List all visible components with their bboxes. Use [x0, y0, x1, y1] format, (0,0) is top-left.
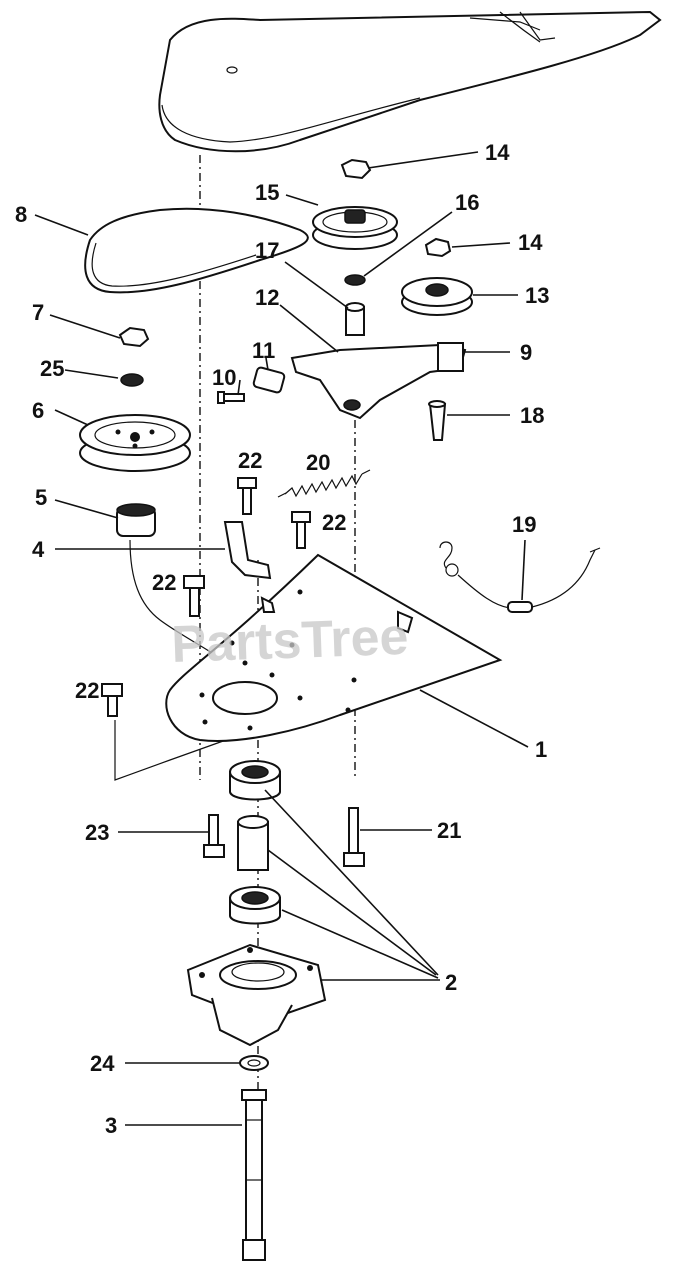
callout-5: 5 [35, 485, 47, 510]
callout-22-d: 22 [75, 678, 99, 703]
bolt-22-a [237, 477, 257, 515]
callout-11: 11 [252, 338, 275, 363]
washer-25 [120, 373, 144, 387]
idler-arm-9 [290, 342, 467, 420]
shaft-3 [241, 1089, 267, 1261]
housing-2 [186, 943, 327, 1047]
callout-labels: 1 2 3 4 5 6 7 8 9 10 11 12 13 14 14 15 1… [15, 140, 549, 1138]
nut-14-right [424, 237, 452, 258]
bolt-22-b [291, 511, 311, 549]
callout-16: 16 [455, 190, 479, 215]
callout-14-right: 14 [518, 230, 543, 255]
leader-link-left [129, 539, 231, 666]
callout-6: 6 [32, 398, 44, 423]
cable-19 [439, 541, 601, 613]
callout-1: 1 [535, 737, 547, 762]
pulley-13 [401, 277, 473, 316]
spring-20 [277, 469, 371, 498]
callout-8: 8 [15, 202, 27, 227]
callout-18: 18 [520, 403, 544, 428]
callout-13: 13 [525, 283, 549, 308]
callout-22-b: 22 [322, 510, 346, 535]
callout-22-a: 22 [238, 448, 262, 473]
callout-14-top: 14 [485, 140, 510, 165]
pulley-6 [79, 414, 191, 472]
callout-25: 25 [40, 356, 64, 381]
leader-link-bottom [114, 720, 241, 781]
pulley-15 [312, 206, 398, 250]
callout-15: 15 [255, 180, 279, 205]
bearing-lower [229, 886, 281, 925]
callout-23: 23 [85, 820, 109, 845]
bolt-10 [217, 391, 245, 404]
watermark: PartsTree [170, 608, 409, 674]
mount-plate-1 [165, 553, 503, 742]
nut-14-top [340, 158, 372, 180]
bolt-21 [343, 807, 365, 867]
callout-9: 9 [520, 340, 532, 365]
callout-3: 3 [105, 1113, 117, 1138]
spacer-17 [345, 302, 365, 336]
callout-17: 17 [255, 238, 279, 263]
leader-lines [34, 151, 529, 1126]
nut-7 [118, 326, 150, 348]
washer-16 [344, 274, 366, 286]
callout-24: 24 [90, 1051, 115, 1076]
belt [84, 207, 309, 294]
callout-10: 10 [212, 365, 236, 390]
bolt-22-d [101, 683, 123, 717]
bushing-5 [116, 503, 156, 537]
bolt-18 [428, 400, 447, 441]
bracket-4 [223, 521, 272, 580]
bushing-11 [252, 366, 286, 394]
callout-12: 12 [255, 285, 279, 310]
callout-4: 4 [32, 537, 45, 562]
bolt-22-c [183, 575, 205, 617]
bearing-upper [229, 760, 281, 801]
callout-22-c: 22 [152, 570, 176, 595]
deck-cover [158, 10, 662, 153]
callout-2: 2 [445, 970, 457, 995]
bolt-23 [203, 814, 225, 858]
callout-19: 19 [512, 512, 536, 537]
spacer-2 [237, 815, 269, 871]
callout-7: 7 [32, 300, 44, 325]
callout-20: 20 [306, 450, 330, 475]
washer-24 [239, 1055, 269, 1071]
callout-21: 21 [437, 818, 461, 843]
